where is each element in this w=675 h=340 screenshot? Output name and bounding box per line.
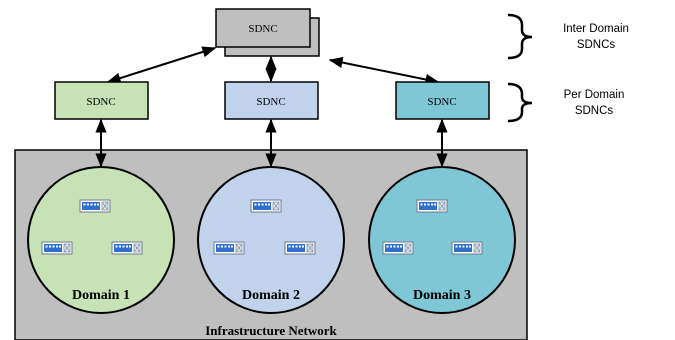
domain-3-sdnc: SDNC (395, 81, 490, 120)
domain-3-label: Domain 3 (413, 288, 471, 303)
domain-3-sdnc-label: SDNC (427, 96, 456, 108)
domain-2-sdnc-box (224, 81, 319, 120)
inter-domain-annotation-line1: Inter Domain (563, 23, 629, 35)
network-switch-icon (41, 241, 73, 255)
infrastructure-network-label: Infrastructure Network (205, 323, 337, 338)
arrow-top-sdnc3 (328, 57, 440, 85)
arrow-top-sdnc1 (106, 46, 217, 84)
domain-2: Domain 2 (197, 166, 345, 314)
domain-2-label: Domain 2 (242, 288, 300, 303)
network-switch-icon (451, 241, 483, 255)
domain-1: Domain 1 (27, 166, 175, 314)
network-switch-icon (111, 241, 143, 255)
network-switch-icon (213, 241, 245, 255)
inter-domain-annotation-line2: SDNCs (577, 39, 616, 51)
network-switch-icon (382, 241, 414, 255)
network-switch-icon (416, 199, 448, 213)
domain-2-sdnc-label: SDNC (256, 96, 285, 108)
per-domain-annotation-line1: Per Domain (564, 89, 625, 101)
per-domain-brace (507, 82, 533, 123)
inter-domain-sdnc-label: SDNC (248, 23, 277, 35)
domain-3: Domain 3 (368, 166, 516, 314)
inter-domain-brace (507, 13, 533, 60)
domain-1-sdnc: SDNC (54, 81, 149, 120)
domain-1-sdnc-box (54, 81, 149, 120)
domain-1-sdnc-label: SDNC (86, 96, 115, 108)
domain-1-label: Domain 1 (72, 288, 130, 303)
inter-domain-sdnc-front (215, 8, 311, 48)
domain-3-sdnc-box (395, 81, 490, 120)
network-switch-icon (284, 241, 316, 255)
inter-domain-sdnc: SDNC (215, 8, 320, 57)
network-switch-icon (250, 199, 282, 213)
per-domain-annotation-line2: SDNCs (575, 105, 614, 117)
network-switch-icon (79, 199, 111, 213)
domain-2-sdnc: SDNC (224, 81, 319, 120)
